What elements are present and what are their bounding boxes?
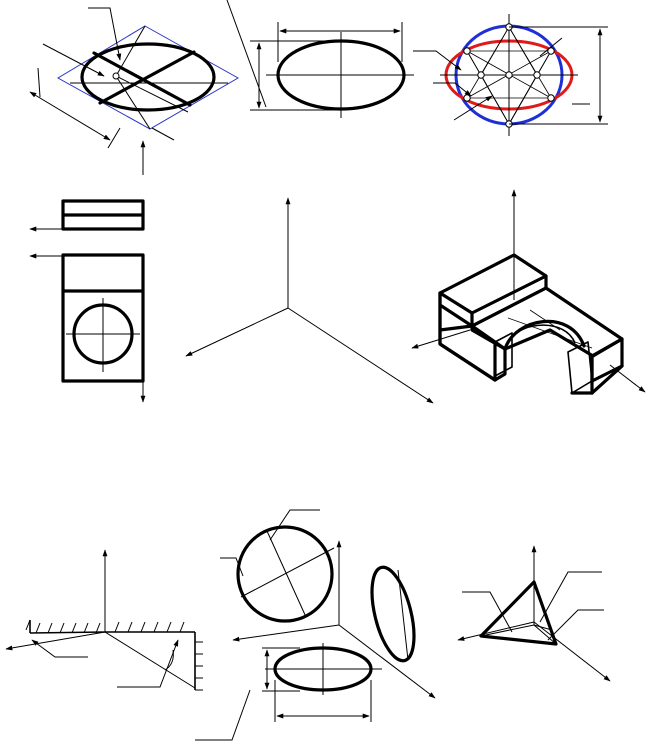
conjugate-diameter-b	[98, 50, 196, 105]
semicircular-cutout	[503, 319, 586, 351]
edge-dimension-line	[29, 91, 111, 141]
hatched-axes-sketch	[5, 549, 203, 691]
front-view-outline	[61, 253, 145, 383]
x-axis	[185, 307, 289, 357]
triangle-on-axes	[457, 545, 611, 682]
axonometric-circles	[195, 509, 436, 741]
isometric-axes	[185, 197, 434, 404]
orthographic-views	[29, 140, 146, 403]
ellipse-dimensioning	[226, 0, 414, 118]
four-center-ellipse-construction	[413, 14, 608, 136]
construction-center-point	[112, 72, 120, 80]
frontal-circle	[236, 525, 334, 623]
isometric-circle-construction	[29, 7, 240, 149]
isometric-cutaway-part	[411, 189, 646, 395]
y-axis	[287, 307, 434, 404]
profile-ellipse	[370, 565, 416, 663]
isometric-ellipse	[80, 42, 216, 112]
